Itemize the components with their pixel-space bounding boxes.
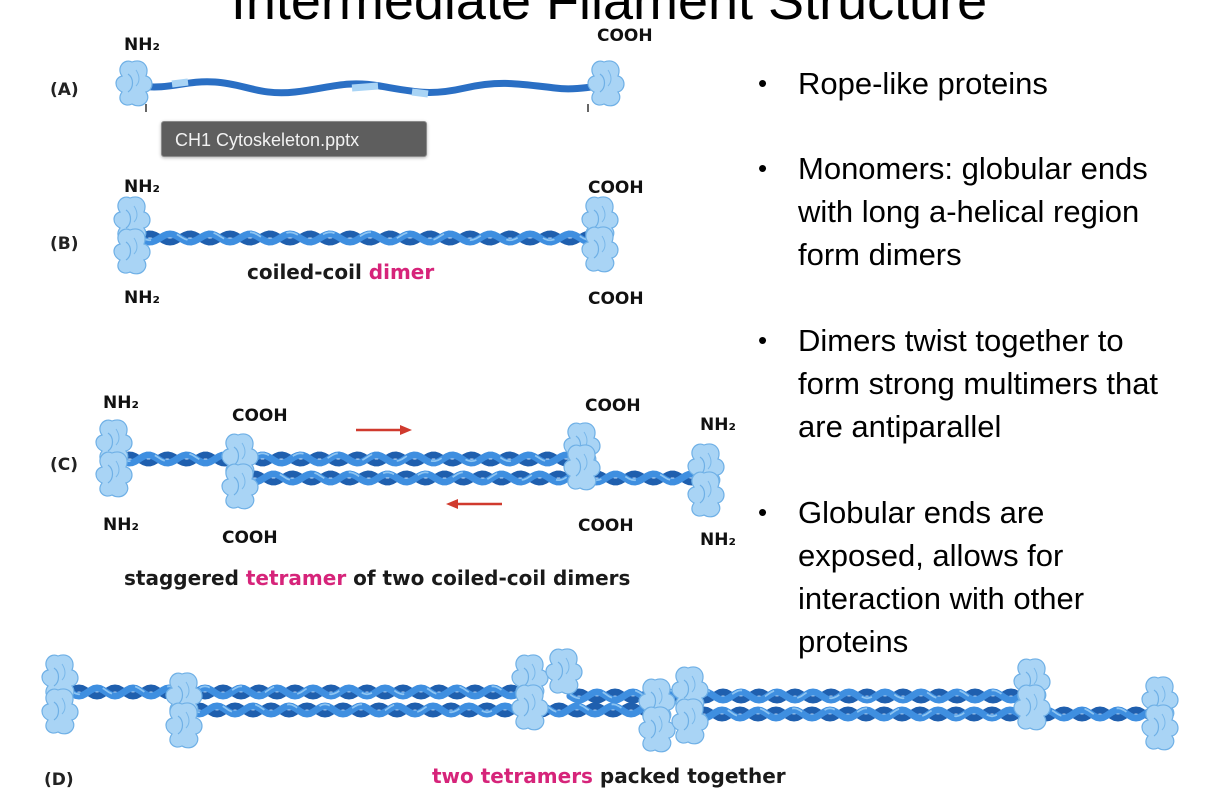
bullet-item: • Globular ends are exposed, allows for … [752,491,1084,663]
panel-c-nh2-right-top: NH₂ [700,415,736,435]
bullet-line: form strong multimers that [798,366,1159,401]
packed-globule-13 [1013,684,1051,731]
helix-highlight [694,707,1155,718]
helix-highlight [119,452,580,463]
bullet-text: Rope-like proteins [798,62,1048,105]
panel-a-cooh-label: COOH [597,26,653,46]
panel-c-label: (C) [50,455,78,475]
helix-highlight [244,471,699,482]
panel-b-label: (B) [50,234,79,254]
staggered-tetramer [116,451,702,486]
packed-globule-7 [511,684,549,731]
bullet-line: Rope-like proteins [798,66,1048,101]
helix-highlight [569,689,1039,700]
helix-strand [186,702,662,718]
panel-a-label: (A) [50,80,79,100]
helix-strand [116,451,583,467]
panel-b-nh2-bottom: NH₂ [124,288,160,308]
bullet-line: Globular ends are [798,495,1045,530]
monomer-linker-2 [351,82,379,92]
helix-highlight [69,685,539,696]
bullet-dot-icon: • [758,325,768,355]
panel-c-cooh-right-bottom: COOH [578,516,634,536]
helix-strand [241,470,702,486]
bullet-line: form dimers [798,237,962,272]
arrow-right [356,425,412,435]
panel-c-caption: staggered tetramer of two coiled-coil di… [124,566,630,590]
bullet-dot-icon: • [758,153,768,183]
helix-strand [691,706,1158,722]
panel-d-label: (D) [44,770,74,790]
bullet-line: Dimers twist together to [798,323,1124,358]
panel-b-nh2-top: NH₂ [124,177,160,197]
slide-title: Intermediate Filament Structure [230,0,988,31]
bullet-line: exposed, allows for [798,538,1064,573]
panel-b: (B) NH₂ NH₂ COOH COOH coiled-coil dimer [50,177,644,309]
panel-c-cooh-mid-bottom: COOH [222,528,278,548]
packed-globule-9 [638,706,676,753]
panel-d-caption: two tetramers packed together [432,764,786,788]
monomer-linker-3 [411,88,429,98]
packed-tetramers [66,684,1158,722]
coiled-coil-dimer [136,230,594,246]
dimer-tail-bottom [581,226,619,273]
packed-globule-6 [545,648,583,695]
panel-b-cooh-top: COOH [588,178,644,198]
bullet-line: Monomers: globular ends [798,151,1148,186]
arrow-left [446,499,502,509]
bullet-text: Globular ends are exposed, allows for in… [798,491,1084,663]
file-tooltip: CH1 Cytoskeleton.pptx [161,121,427,157]
panel-b-caption: coiled-coil dimer [247,260,434,284]
panel-c-cooh-right-top: COOH [585,396,641,416]
panel-d: (D) two tetramers packed together [41,648,1179,790]
bullet-line: with long a-helical region [798,194,1140,229]
monomer-linker-1 [171,78,189,88]
helix-strand [136,230,594,246]
panel-a: (A) NH₂ COOH [50,26,653,112]
globular-head-nh2 [115,60,153,107]
panel-c-cooh-mid-top: COOH [232,406,288,426]
bullet-item: • Dimers twist together to form strong m… [752,319,1158,448]
bullet-item: • Monomers: globular ends with long a-he… [752,147,1148,276]
panel-a-nh2-label: NH₂ [124,35,160,55]
bullet-text: Dimers twist together to form strong mul… [798,319,1158,448]
tetramer-head-left-bottom [95,451,133,498]
panel-b-cooh-bottom: COOH [588,289,644,309]
panel-c: (C) NH₂ NH₂ COOH COOH COOH COOH NH₂ NH₂ … [50,393,736,590]
helix-strand [136,230,594,246]
dimer-head-bottom [113,228,151,275]
panel-c-nh2-left-bottom: NH₂ [103,515,139,535]
bullet-text: Monomers: globular ends with long a-heli… [798,147,1148,276]
bullet-line: are antiparallel [798,409,1002,444]
globular-tail-cooh [587,60,625,107]
helix-highlight [189,703,659,714]
helix-strand [66,684,542,700]
tetramer-cooh-mid-bottom [221,463,259,510]
bullet-item: • Rope-like proteins [752,62,1048,105]
packed-globule-4 [165,702,203,749]
bullet-dot-icon: • [758,68,768,98]
helix-highlight [139,231,591,242]
packed-globule-11 [671,698,709,745]
packed-globule-2 [41,688,79,735]
panel-c-nh2-left-top: NH₂ [103,393,139,413]
panel-c-nh2-right-bottom: NH₂ [700,530,736,550]
monomer-strand [136,78,602,97]
bullet-line: interaction with other [798,581,1085,616]
bullet-dot-icon: • [758,497,768,527]
bullet-line: proteins [798,624,909,659]
tetramer-cooh-right-bottom [563,444,601,491]
tetramer-head-right-bottom [687,471,725,518]
helix-strand [691,706,1158,722]
packed-globule-15 [1141,704,1179,751]
